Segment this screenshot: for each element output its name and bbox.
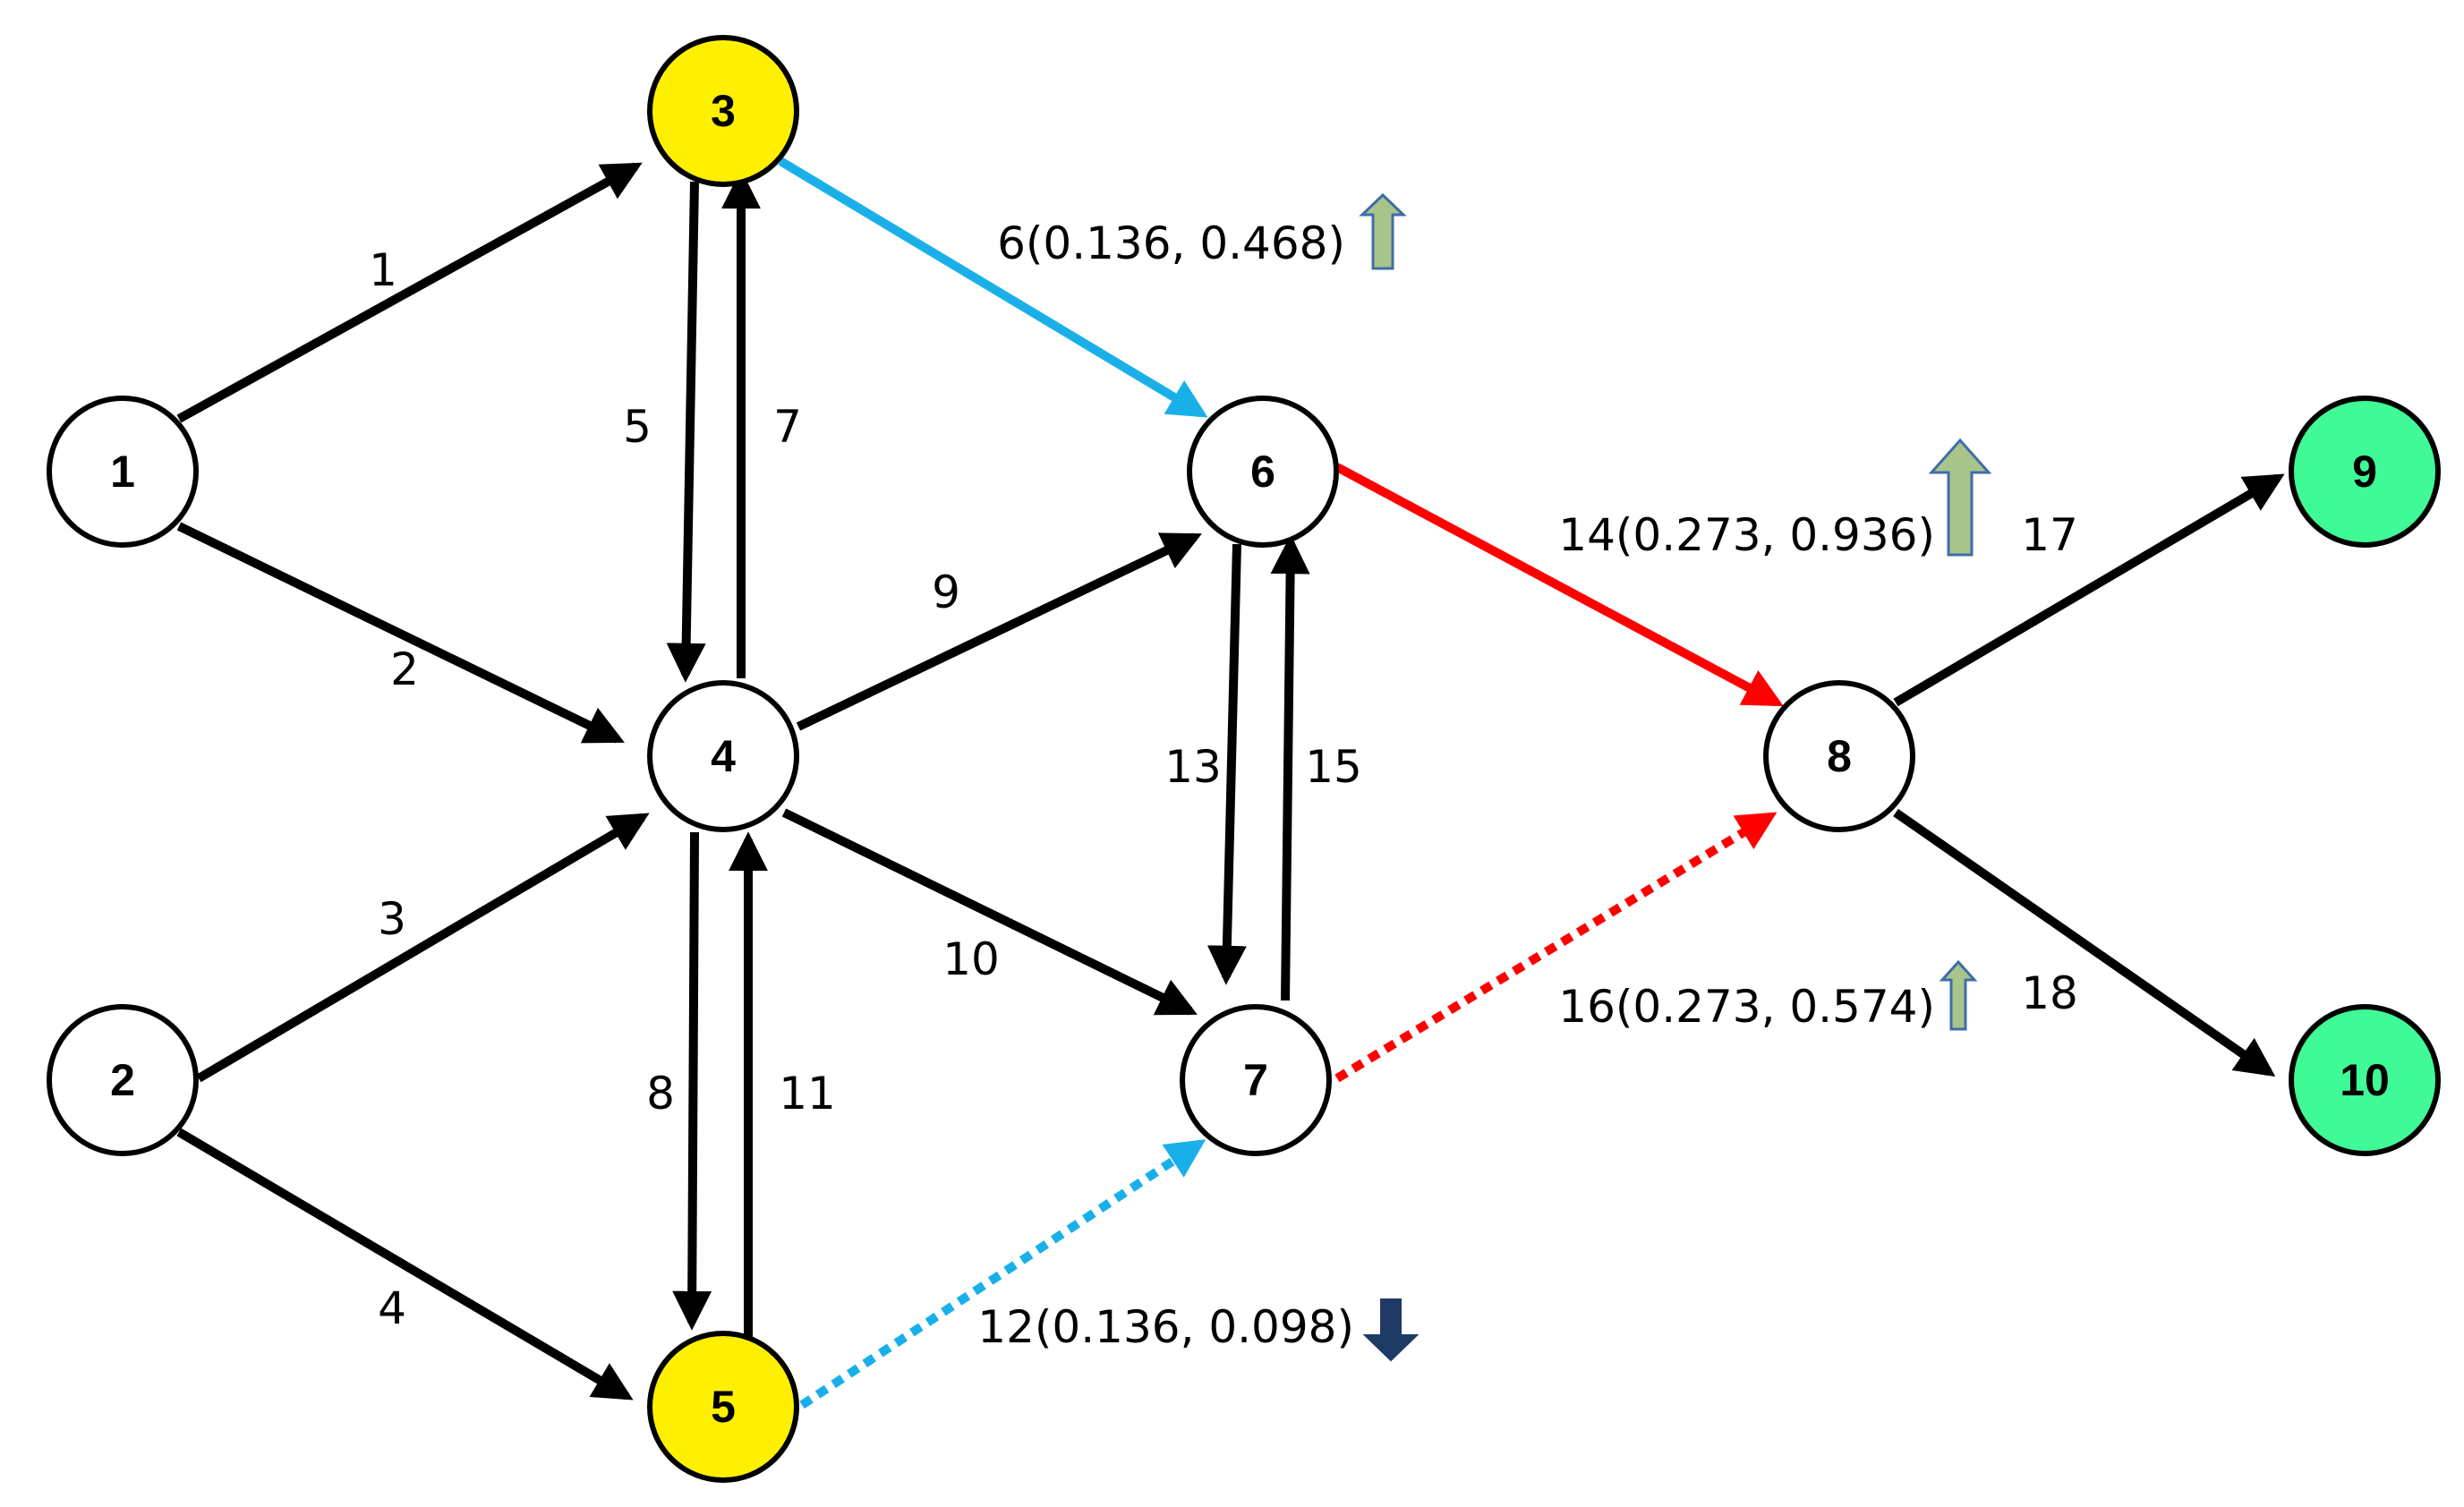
edge-6 xyxy=(778,157,1208,418)
edge-10 xyxy=(781,808,1198,1016)
node-9-circle xyxy=(2289,396,2441,548)
edge-14 xyxy=(1334,463,1784,707)
edge-1-label: 1 xyxy=(369,244,397,296)
edge-4-label: 4 xyxy=(378,1282,406,1334)
edge-9 xyxy=(796,532,1202,731)
edge-16-label: 16(0.273, 0.574) xyxy=(1558,981,1935,1033)
node-10-circle xyxy=(2289,1004,2441,1156)
edge-12 xyxy=(799,1139,1206,1409)
edge-17 xyxy=(1893,473,2285,707)
trend-arrows-layer xyxy=(1359,192,1992,1362)
node-8-circle xyxy=(1763,680,1915,832)
edge-6-label: 6(0.136, 0.468) xyxy=(997,217,1345,269)
edge-14-label: 14(0.273, 0.936) xyxy=(1558,509,1935,561)
edge-10-label: 10 xyxy=(942,933,1000,985)
down-arrow-icon-edge-12 xyxy=(1362,1298,1420,1362)
node-7-label: 7 xyxy=(1243,1055,1268,1105)
edge-15 xyxy=(1270,534,1310,1001)
node-9: 9 xyxy=(2289,396,2441,548)
node-3-label: 3 xyxy=(711,86,736,136)
edge-2-label: 2 xyxy=(390,643,419,695)
edge-18-label: 18 xyxy=(2021,967,2078,1019)
node-1-circle xyxy=(47,396,199,548)
node-5-label: 5 xyxy=(711,1382,736,1432)
node-8-label: 8 xyxy=(1827,731,1852,781)
edge-13 xyxy=(1206,543,1247,985)
node-4-label: 4 xyxy=(711,731,736,781)
edge-1 xyxy=(176,162,643,423)
node-9-label: 9 xyxy=(2352,447,2377,497)
edge-7-label: 7 xyxy=(773,401,802,453)
edge-15-label: 15 xyxy=(1305,741,1362,793)
up-arrow-icon-edge-6 xyxy=(1359,192,1407,270)
edge-13-label: 13 xyxy=(1164,741,1222,793)
node-1-label: 1 xyxy=(110,447,135,497)
node-10-label: 10 xyxy=(2340,1055,2390,1105)
up-arrow-icon-edge-16 xyxy=(1939,959,1978,1031)
node-6-label: 6 xyxy=(1250,447,1275,497)
node-4: 4 xyxy=(647,680,799,832)
edge-16 xyxy=(1334,812,1778,1083)
node-8: 8 xyxy=(1763,680,1915,832)
node-7-circle xyxy=(1180,1004,1332,1156)
node-10: 10 xyxy=(2289,1004,2441,1156)
edge-8 xyxy=(672,831,712,1331)
edge-11-label: 11 xyxy=(779,1068,836,1120)
edge-3 xyxy=(196,813,650,1083)
node-6-circle xyxy=(1187,396,1339,548)
node-6: 6 xyxy=(1187,396,1339,548)
edge-12-label: 12(0.136, 0.098) xyxy=(977,1301,1354,1353)
edge-3-label: 3 xyxy=(378,893,406,945)
edge-8-label: 8 xyxy=(646,1068,675,1120)
up-arrow-icon-edge-14 xyxy=(1928,438,1992,557)
nodes-layer: 1 2 3 4 5 6 7 8 xyxy=(47,35,2441,1483)
node-2-circle xyxy=(47,1004,199,1156)
edge-4 xyxy=(176,1128,634,1401)
edge-5 xyxy=(666,181,706,683)
edge-labels-layer: 1 2 3 4 5 6(0.136, 0.468) 7 8 9 10 11 12… xyxy=(369,217,2078,1353)
edges-layer xyxy=(176,157,2285,1409)
edge-5-label: 5 xyxy=(623,401,652,453)
node-1: 1 xyxy=(47,396,199,548)
node-7: 7 xyxy=(1180,1004,1332,1156)
node-3: 3 xyxy=(647,35,799,187)
node-2: 2 xyxy=(47,1004,199,1156)
node-4-circle xyxy=(647,680,799,832)
edge-17-label: 17 xyxy=(2021,509,2078,561)
node-3-circle xyxy=(647,35,799,187)
node-5-circle xyxy=(647,1331,799,1483)
node-5: 5 xyxy=(647,1331,799,1483)
edge-9-label: 9 xyxy=(932,566,960,618)
edge-2 xyxy=(176,522,625,744)
edge-18 xyxy=(1893,808,2276,1077)
node-2-label: 2 xyxy=(110,1055,135,1105)
